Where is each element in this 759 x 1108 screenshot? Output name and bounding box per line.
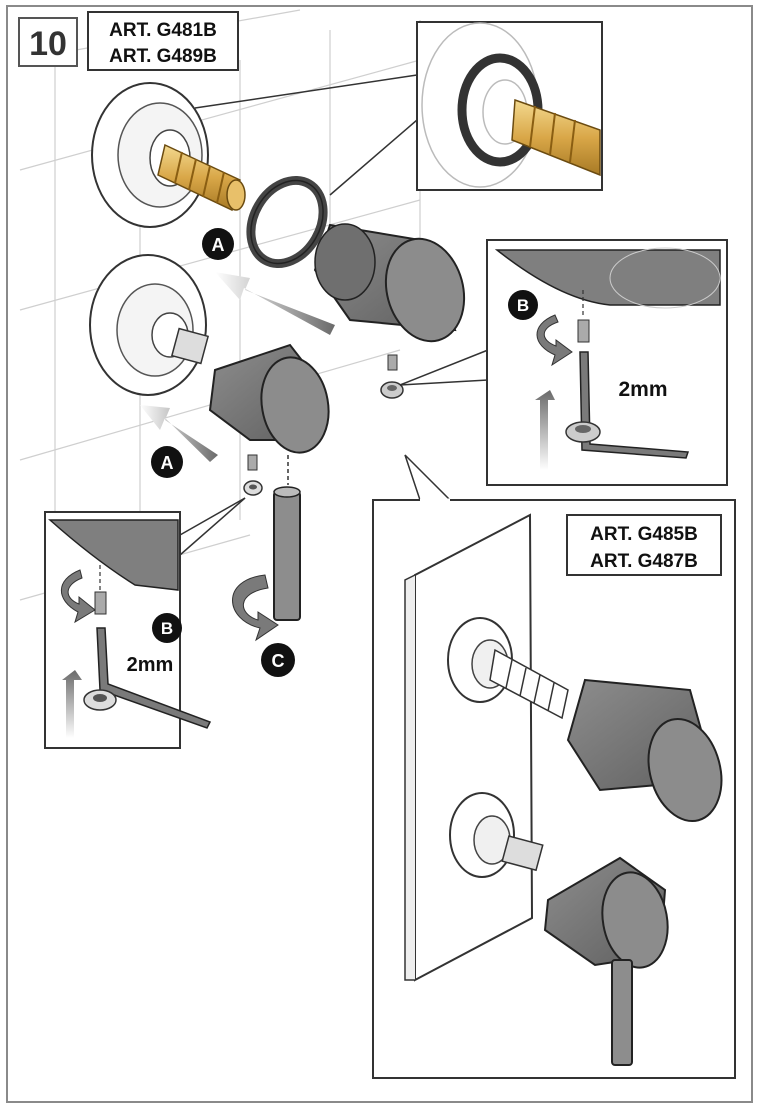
lever-handle-rod xyxy=(273,455,301,621)
model-code-4: ART. G487B xyxy=(590,551,698,572)
upper-knob xyxy=(313,223,466,343)
svg-text:B: B xyxy=(517,296,529,315)
page-frame xyxy=(6,5,753,1103)
step-number: 10 xyxy=(29,25,67,63)
tool-size-lower: 2mm xyxy=(127,654,174,676)
arrow-a-lower xyxy=(140,405,218,462)
svg-text:A: A xyxy=(161,453,174,473)
model-code-2: ART. G489B xyxy=(109,46,217,67)
lever-knob xyxy=(208,343,330,454)
model-code-1: ART. G481B xyxy=(109,20,217,41)
grub-screw-upper xyxy=(380,354,404,399)
grub-screw-lever xyxy=(243,454,263,496)
inset-alternate-models: ART. G485B ART. G487B xyxy=(372,454,736,1079)
tool-size-upper: 2mm xyxy=(618,378,667,401)
step-number-box: 10 xyxy=(18,17,78,67)
detail-inset-b-lower: B 2mm xyxy=(44,497,246,749)
svg-text:C: C xyxy=(272,651,285,671)
o-ring xyxy=(246,175,328,269)
detail-inset-b-upper: B 2mm xyxy=(399,239,728,486)
zoom-callout-lines xyxy=(194,74,418,196)
rotation-arrow-c xyxy=(232,574,279,642)
marker-c: C xyxy=(261,643,295,677)
svg-text:A: A xyxy=(212,235,225,255)
zoom-inset-oring xyxy=(416,21,603,191)
svg-text:B: B xyxy=(161,619,173,638)
model-codes-top: ART. G481B ART. G489B xyxy=(87,11,239,71)
arrow-a-upper xyxy=(215,272,335,335)
marker-a-lower: A xyxy=(151,446,183,478)
brass-cartridge-spindle xyxy=(157,143,246,212)
middle-rosette xyxy=(89,254,210,396)
model-code-3: ART. G485B xyxy=(590,524,698,545)
upper-rosette xyxy=(91,82,209,228)
marker-a-upper: A xyxy=(202,228,234,260)
